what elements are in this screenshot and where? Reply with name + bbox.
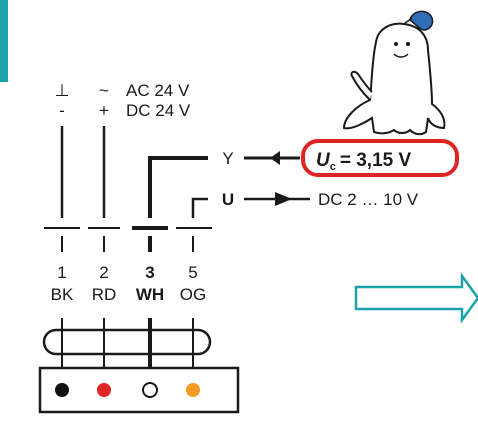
u-arrow-icon [275, 192, 292, 206]
uc-var: U [316, 150, 331, 171]
terminal-5-code: OG [180, 285, 206, 304]
y-symbol: Y [222, 149, 233, 168]
terminal-dot-bk [55, 383, 69, 397]
terminal-1-number: 1 [57, 263, 66, 282]
wire-y [148, 156, 208, 218]
terminal-2-number: 2 [99, 263, 108, 282]
wire-u [191, 197, 208, 218]
tilde-symbol: ~ [99, 81, 109, 100]
outline-arrow-icon [354, 272, 478, 324]
dc-range-label: DC 2 … 10 V [318, 190, 419, 209]
uc-value: = 3,15 V [340, 150, 412, 171]
uc-sub: c [330, 161, 336, 173]
terminal-ticks [44, 226, 212, 252]
terminal-3-number: 3 [145, 263, 154, 282]
connector-box [38, 366, 240, 414]
terminal-5-number: 5 [188, 263, 197, 282]
terminal-2-code: RD [92, 285, 117, 304]
terminal-dot-rd [97, 383, 111, 397]
minus-symbol: - [59, 101, 65, 120]
accent-bar [0, 0, 8, 82]
uc-highlight-box [301, 139, 459, 177]
terminal-dot-og [186, 383, 200, 397]
y-arrow-icon [270, 151, 280, 165]
terminal-1-code: BK [51, 285, 74, 304]
terminal-dots [55, 382, 200, 398]
uc-readout: Uc = 3,15 V [316, 150, 411, 173]
cable-sheath [42, 328, 212, 356]
terminal-3-code: WH [136, 285, 164, 304]
ground-symbol: ⊥ [55, 81, 70, 100]
terminal-dot-wh [142, 382, 158, 398]
mascot-illustration [342, 10, 446, 136]
dc-label: DC 24 V [126, 101, 191, 120]
u-symbol: U [222, 190, 234, 209]
ac-label: AC 24 V [126, 81, 190, 100]
plus-symbol: + [99, 101, 109, 120]
